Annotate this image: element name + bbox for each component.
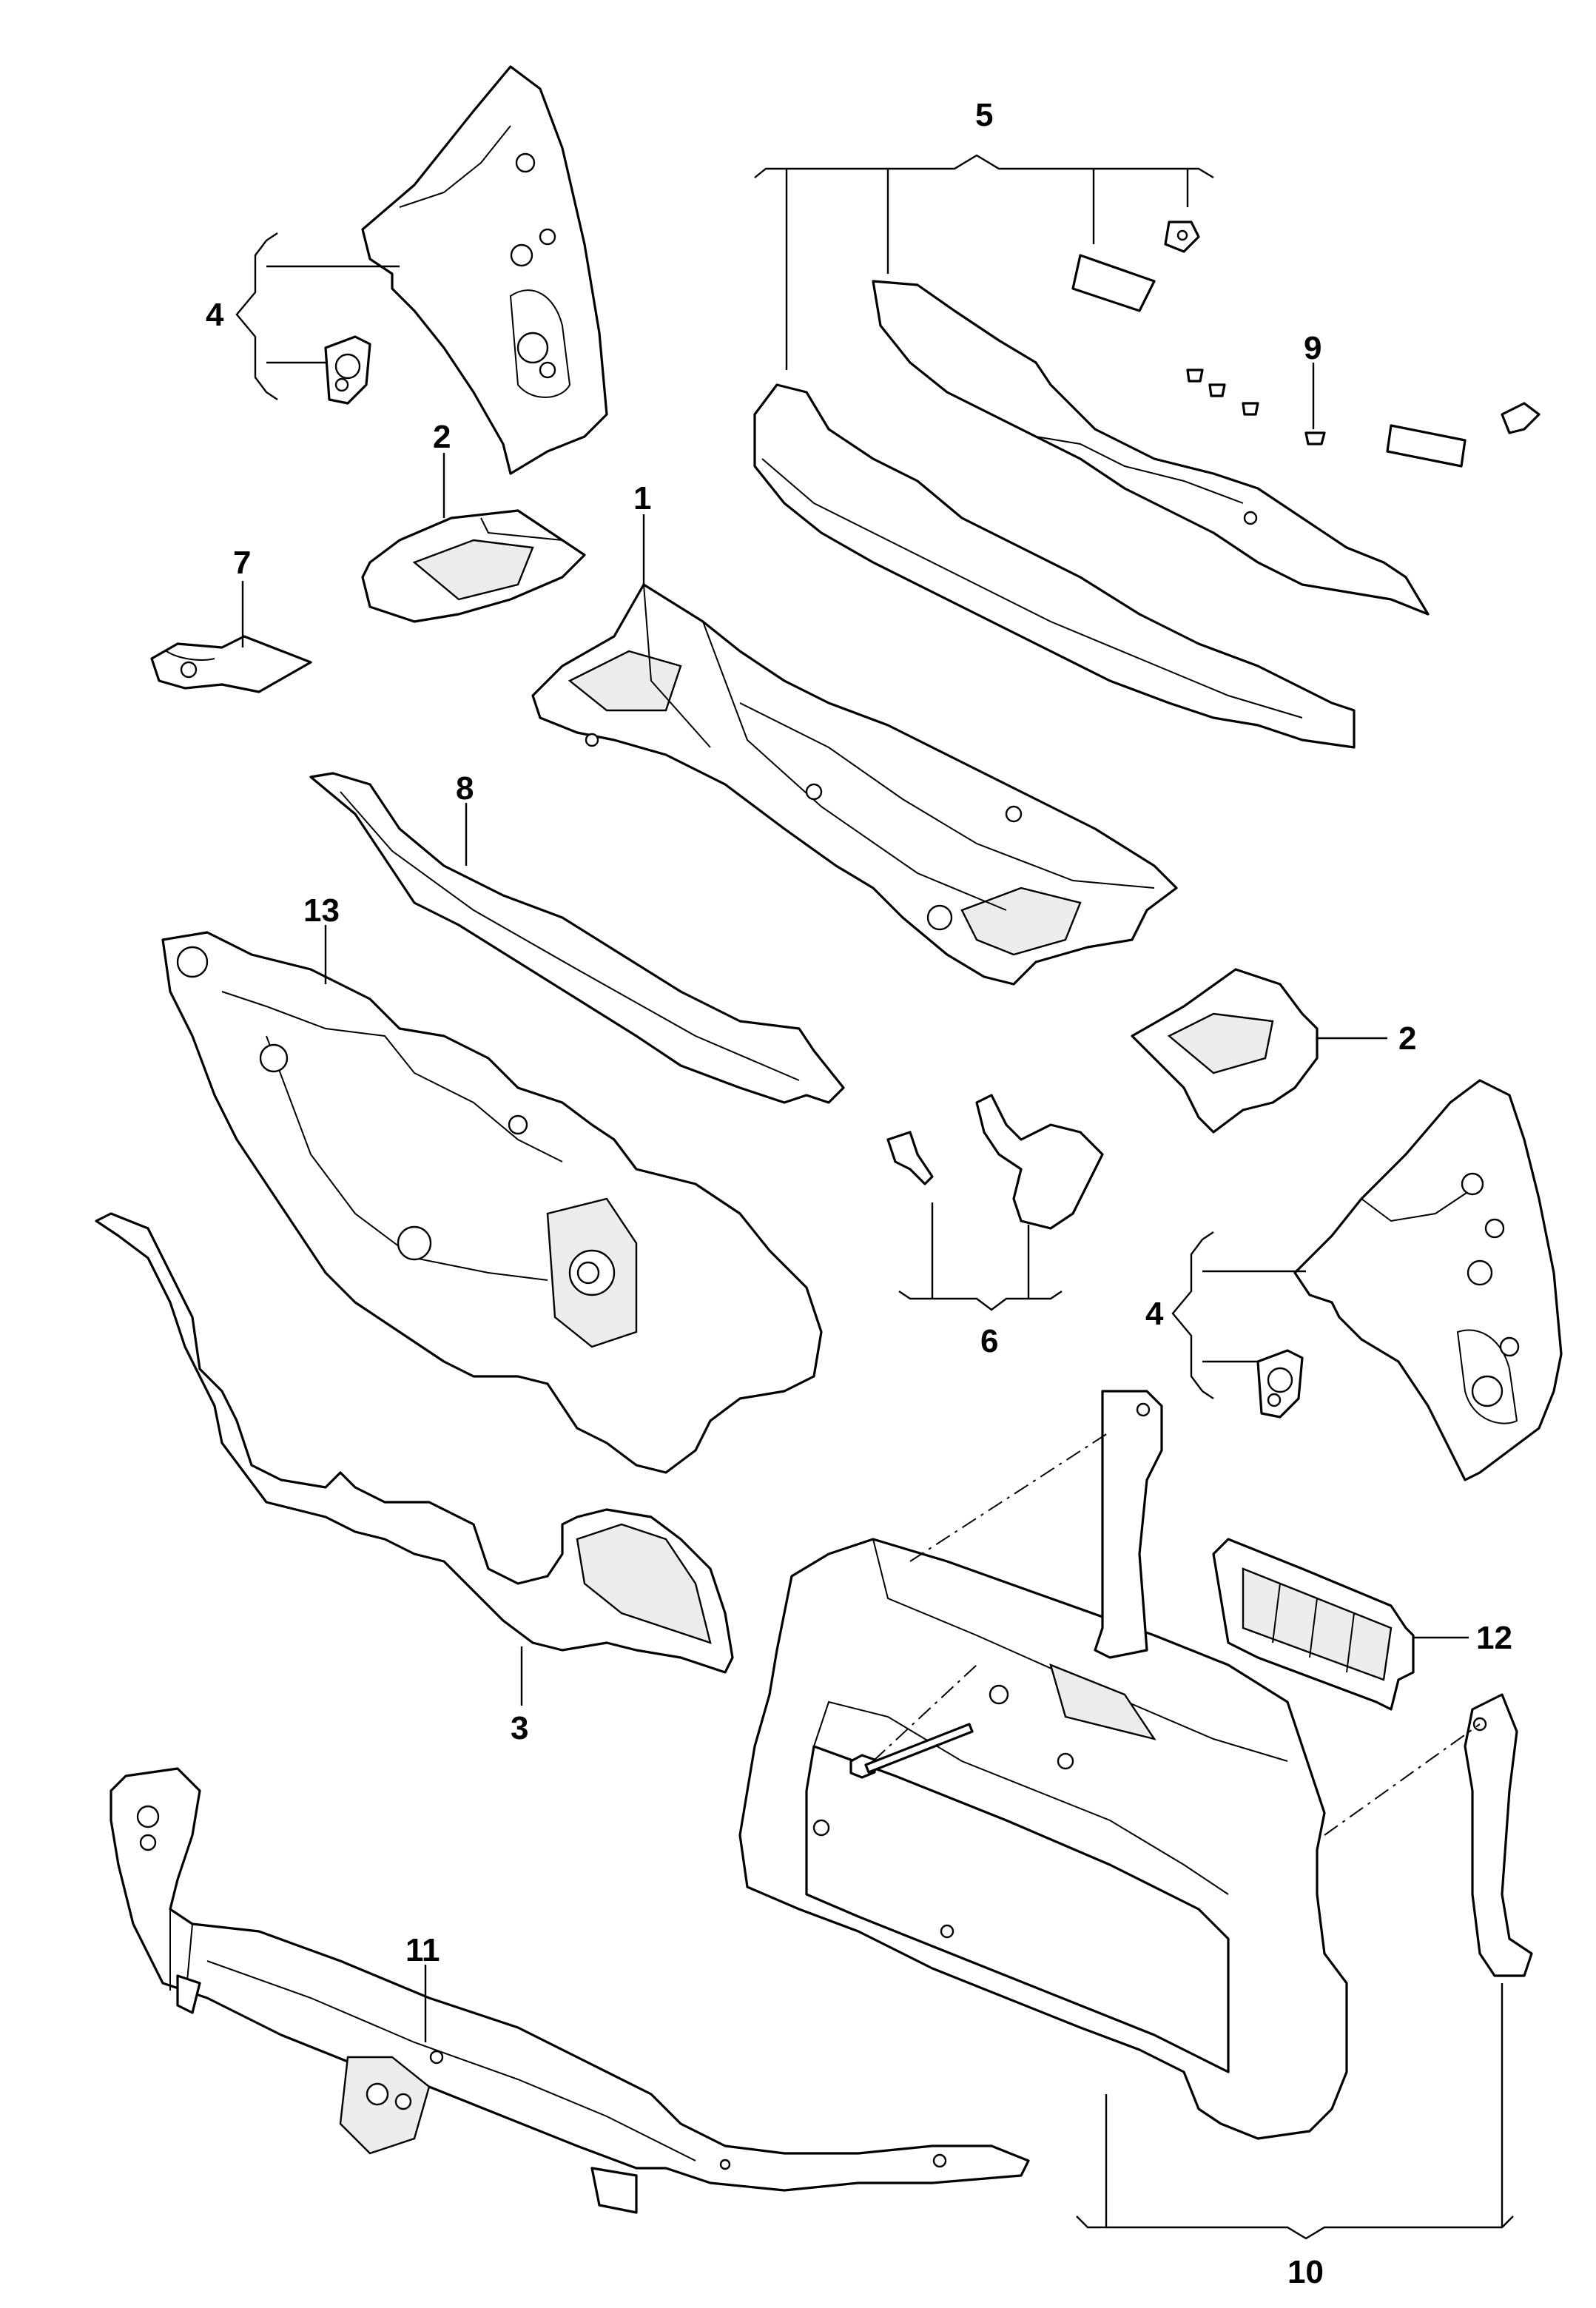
part-2-upper-tray [361, 509, 586, 623]
part-9-clip-4 [1304, 431, 1326, 445]
part-5-cowl-trim [872, 280, 1430, 616]
part-10-dash-left [909, 1431, 1111, 1562]
callout-10: 10 [1287, 2254, 1324, 2290]
part-9-clip-2 [1208, 383, 1226, 397]
part-4-upper-grommet [324, 335, 371, 405]
callout-6: 6 [980, 1323, 998, 1359]
callout-1: 1 [633, 480, 651, 517]
part-10-front-carrier [738, 1538, 1348, 2140]
part-4-upper-pillar [361, 65, 608, 475]
callout-9: 9 [1304, 330, 1321, 366]
callout-5: 5 [975, 97, 993, 133]
callout-2-lower: 2 [1398, 1020, 1416, 1057]
part-3-trim [95, 1212, 734, 1674]
part-10-right-bracket [1464, 1693, 1533, 1977]
callout-8: 8 [456, 770, 474, 807]
part-4-lower-grommet [1256, 1349, 1304, 1419]
part-10-dash-screw [872, 1664, 977, 1762]
part-5-clip [1164, 221, 1200, 253]
part-10-left-bracket [1094, 1390, 1163, 1659]
part-7-bracket [150, 635, 312, 693]
callout-11: 11 [405, 1932, 440, 1968]
part-6-bracket [975, 1094, 1104, 1230]
part-11-cross-member [110, 1767, 1030, 2214]
part-9-bracket [1501, 402, 1541, 434]
part-9-clip-3 [1242, 402, 1259, 416]
part-9-pad [1386, 424, 1467, 468]
callout-4-upper: 4 [206, 297, 224, 333]
callout-4-lower: 4 [1145, 1296, 1164, 1332]
callout-7: 7 [233, 545, 251, 581]
part-6-bracket-line [898, 1291, 1063, 1311]
part-4-upper-bracket [235, 232, 278, 400]
callout-13: 13 [303, 892, 340, 929]
part-13-insulation-panel [161, 931, 823, 1474]
part-10-screw [849, 1723, 974, 1779]
callout-2-upper: 2 [433, 419, 451, 455]
part-1-plenum-panel [531, 583, 1178, 986]
part-10-bracket-line [1076, 2216, 1514, 2240]
part-2-lower-tray [1131, 968, 1319, 1134]
part-4-lower-pillar [1293, 1079, 1563, 1481]
part-5-bracket [754, 154, 1214, 179]
part-10-dash-right [1324, 1723, 1481, 1836]
part-12-air-duct [1212, 1538, 1415, 1711]
part-9-clip-1 [1186, 369, 1204, 383]
part-5-pad [1071, 254, 1156, 312]
callout-12: 12 [1476, 1620, 1512, 1656]
part-6-clip [886, 1131, 934, 1185]
part-8-seal-strip [309, 772, 845, 1104]
callout-3: 3 [511, 1710, 528, 1746]
part-4-lower-bracket [1171, 1231, 1214, 1399]
part-5-cowl-panel [753, 383, 1356, 749]
